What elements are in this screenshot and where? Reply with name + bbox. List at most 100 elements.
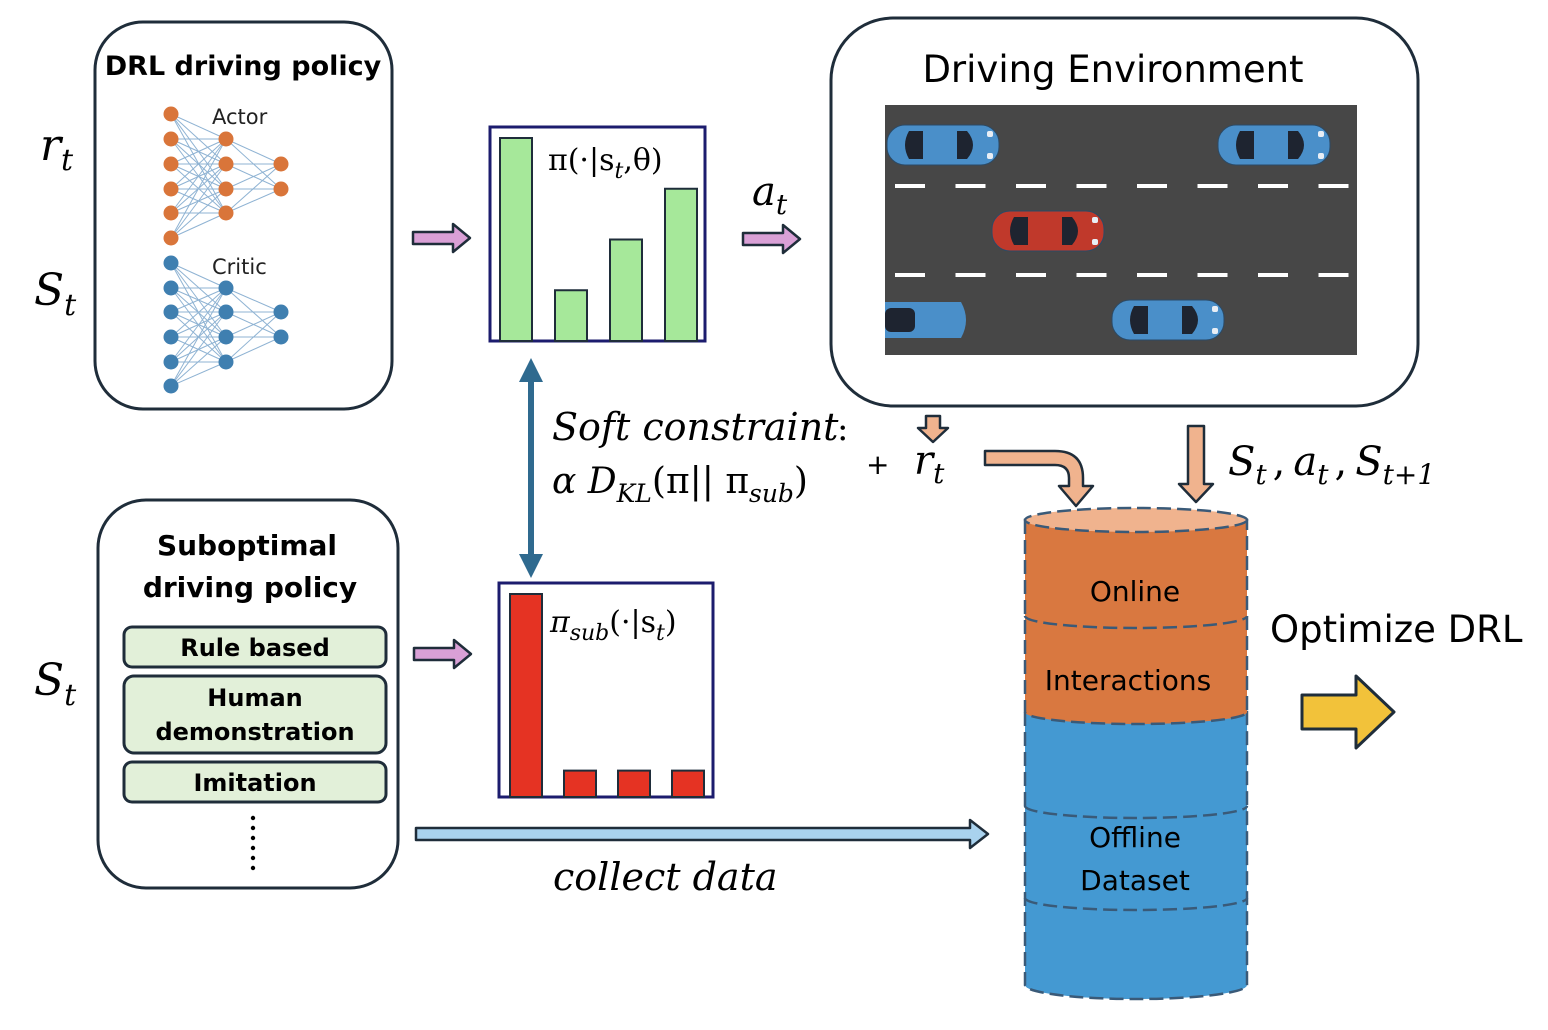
policy-distribution-chart: π(·|st,θ) (488, 125, 707, 343)
sub-dist-label: πsub(·|st) (549, 605, 677, 646)
item-rule-based: Rule based (122, 625, 388, 669)
network-edge (170, 138, 227, 190)
suboptimal-distribution-chart: πsub(·|st) (497, 581, 715, 799)
lane-dash (1318, 273, 1349, 277)
ellipsis-dots (250, 815, 256, 871)
network-edge (170, 138, 227, 239)
lane-dash (895, 273, 925, 277)
network-edge (170, 188, 227, 239)
arrow-drl-to-dist (411, 222, 472, 254)
arrow-optimize (1300, 674, 1396, 750)
suboptimal-title-line1: Suboptimal (157, 529, 337, 562)
network-edge (170, 336, 227, 387)
network-node (163, 280, 179, 296)
network-node (218, 329, 234, 345)
arrow-collect-data (414, 818, 990, 850)
item-imitation: Imitation (122, 760, 388, 804)
lane-dash (955, 184, 986, 188)
arrow-reward-to-buffer (983, 449, 1095, 508)
online-label: Online (1090, 575, 1180, 608)
svg-text:Soft constraint: Soft constraint (552, 405, 839, 449)
svg-text:St: St (34, 265, 77, 323)
distribution-bar (563, 769, 597, 798)
network-node (163, 230, 179, 246)
svg-text:rt: rt (40, 120, 74, 178)
reward-plus: + (866, 448, 889, 481)
network-node (218, 280, 234, 296)
network-edge (170, 311, 227, 387)
network-node (218, 304, 234, 320)
left-state-label-bottom: St (34, 655, 77, 713)
distribution-bar (617, 769, 651, 798)
item-human-demonstration: Human demonstration (122, 674, 388, 755)
transition-tuple: St,at,St+1 (1228, 439, 1435, 491)
lane-dash (1197, 184, 1228, 188)
network-node (163, 131, 179, 147)
network-edge (225, 138, 282, 165)
svg-text:Imitation: Imitation (193, 769, 316, 797)
network-node (163, 156, 179, 172)
lane-dash (1258, 184, 1288, 188)
actor-label: Actor (212, 105, 268, 129)
network-edge (170, 262, 227, 289)
arrow-env-to-buffer (1177, 424, 1215, 504)
offline-label: Offline (1089, 821, 1181, 854)
lane-dash (1137, 273, 1167, 277)
svg-text:St: St (34, 655, 77, 713)
car-blue-bottom (1111, 299, 1225, 341)
svg-text::: : (837, 409, 848, 449)
network-node (218, 205, 234, 221)
replay-buffer-cylinder: Online Interactions Offline Dataset (1023, 506, 1249, 1001)
distribution-bar (671, 769, 705, 798)
network-node (273, 181, 289, 197)
network-edge (225, 163, 282, 190)
car-blue-top-left (886, 124, 1000, 166)
network-edge (170, 138, 227, 214)
network-node (273, 329, 289, 345)
network-edge (170, 287, 227, 338)
lane-markings (895, 184, 1349, 277)
actor-network (163, 106, 289, 246)
lane-dash (1016, 184, 1046, 188)
network-edge (225, 188, 282, 214)
distribution-bar (509, 593, 543, 798)
lane-dash (1076, 184, 1107, 188)
network-edge (225, 163, 282, 214)
svg-text:demonstration: demonstration (155, 718, 354, 746)
left-state-label-top: St (34, 265, 77, 323)
suboptimal-title-line2: driving policy (143, 571, 357, 604)
network-node (163, 329, 179, 345)
road-scene (885, 105, 1357, 355)
arrow-action-to-env (741, 223, 802, 255)
network-edge (170, 212, 227, 239)
lane-dash (1076, 273, 1107, 277)
lane-dash (1016, 273, 1046, 277)
network-edge (170, 287, 227, 313)
optimize-label: Optimize DRL (1270, 608, 1523, 651)
interactions-label: Interactions (1045, 664, 1212, 697)
network-node (273, 304, 289, 320)
critic-network (163, 255, 289, 394)
network-edge (225, 287, 282, 313)
network-edge (170, 361, 227, 387)
network-edge (170, 138, 227, 165)
svg-text:α DKL(π|| πsub): α DKL(π|| πsub) (552, 461, 808, 508)
dataset-label: Dataset (1080, 864, 1190, 897)
policy-dist-label: π(·|st,θ) (548, 143, 663, 184)
network-node (163, 378, 179, 394)
lane-dash (955, 273, 986, 277)
network-node (218, 181, 234, 197)
critic-label: Critic (212, 255, 267, 279)
drl-policy-box: DRL driving policy Actor Critic (93, 20, 394, 411)
network-edge (170, 287, 227, 363)
lane-dash (1258, 273, 1288, 277)
network-node (273, 156, 289, 172)
network-node (218, 354, 234, 370)
car-blue-top-right (1217, 124, 1331, 166)
suboptimal-policy-box: Suboptimal driving policy Rule based Hum… (96, 498, 400, 890)
network-node (163, 205, 179, 221)
svg-text:Human: Human (207, 684, 302, 712)
network-node (218, 131, 234, 147)
action-label: at (752, 169, 788, 221)
